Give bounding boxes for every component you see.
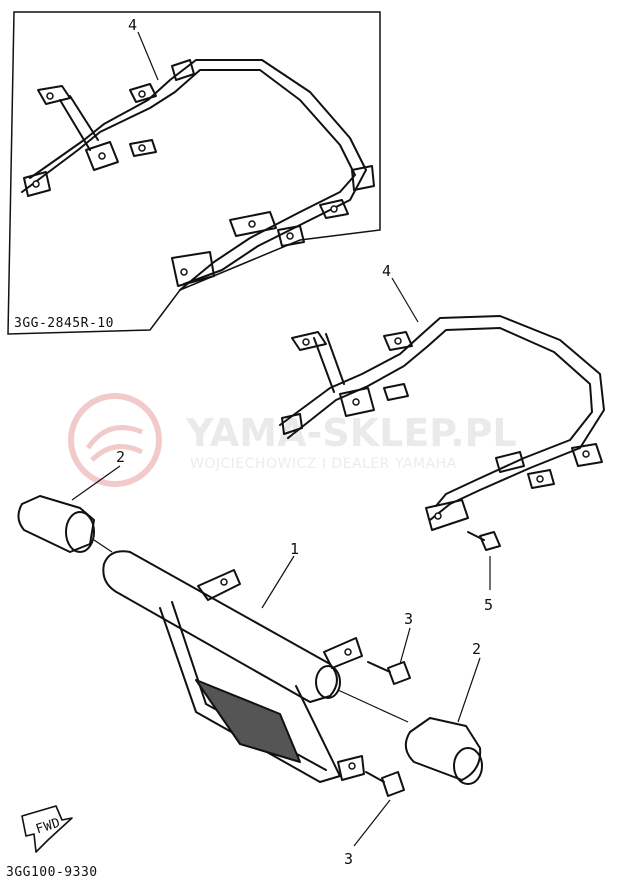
guard-part-1: 1: [102, 540, 365, 783]
leader-bolt-upper: [399, 627, 411, 665]
callout-guard: 1: [290, 540, 299, 558]
diagram-code: 3GG100-9330: [6, 865, 98, 880]
callout-bolt-lower: 3: [344, 850, 353, 868]
watermark: YAMA-SKLEP.PL WOJCIECHOWICZ I DEALER YAM…: [68, 393, 517, 487]
leader-rail: [391, 277, 419, 323]
leader-bolt-lower: [353, 799, 391, 847]
pad-right-part-2: 2: [337, 640, 483, 785]
leader-guard: [261, 555, 295, 609]
bolt-lower-part-3: 3: [344, 771, 405, 868]
leader-inset-rail: [137, 31, 159, 81]
callout-bolt-rail: 5: [484, 596, 493, 614]
inset-rail: 4: [21, 16, 375, 291]
leader-pad-left: [71, 465, 121, 501]
callout-rail: 4: [382, 262, 391, 280]
callout-pad-left: 2: [116, 448, 125, 466]
inset-panel: 3GG-2845R-10: [7, 11, 381, 335]
watermark-logo-icon: [68, 393, 162, 487]
watermark-title: YAMA-SKLEP.PL: [185, 411, 517, 455]
rail-part-4: 4: [279, 262, 605, 531]
direction-label: FWD: [34, 815, 62, 837]
bolt-upper-part-3: 3: [367, 610, 413, 685]
bolt-part-5: 5: [467, 531, 501, 614]
callout-bolt-upper: 3: [404, 610, 413, 628]
leader-pad-right: [457, 657, 481, 723]
inset-code: 3GG-2845R-10: [14, 316, 114, 331]
forward-arrow-icon: FWD: [21, 805, 73, 853]
callout-inset-rail: 4: [128, 16, 137, 34]
watermark-subtitle: WOJCIECHOWICZ I DEALER YAMAHA: [190, 456, 457, 472]
pad-left-part-2: 2: [17, 448, 125, 553]
callout-pad-right: 2: [472, 640, 481, 658]
